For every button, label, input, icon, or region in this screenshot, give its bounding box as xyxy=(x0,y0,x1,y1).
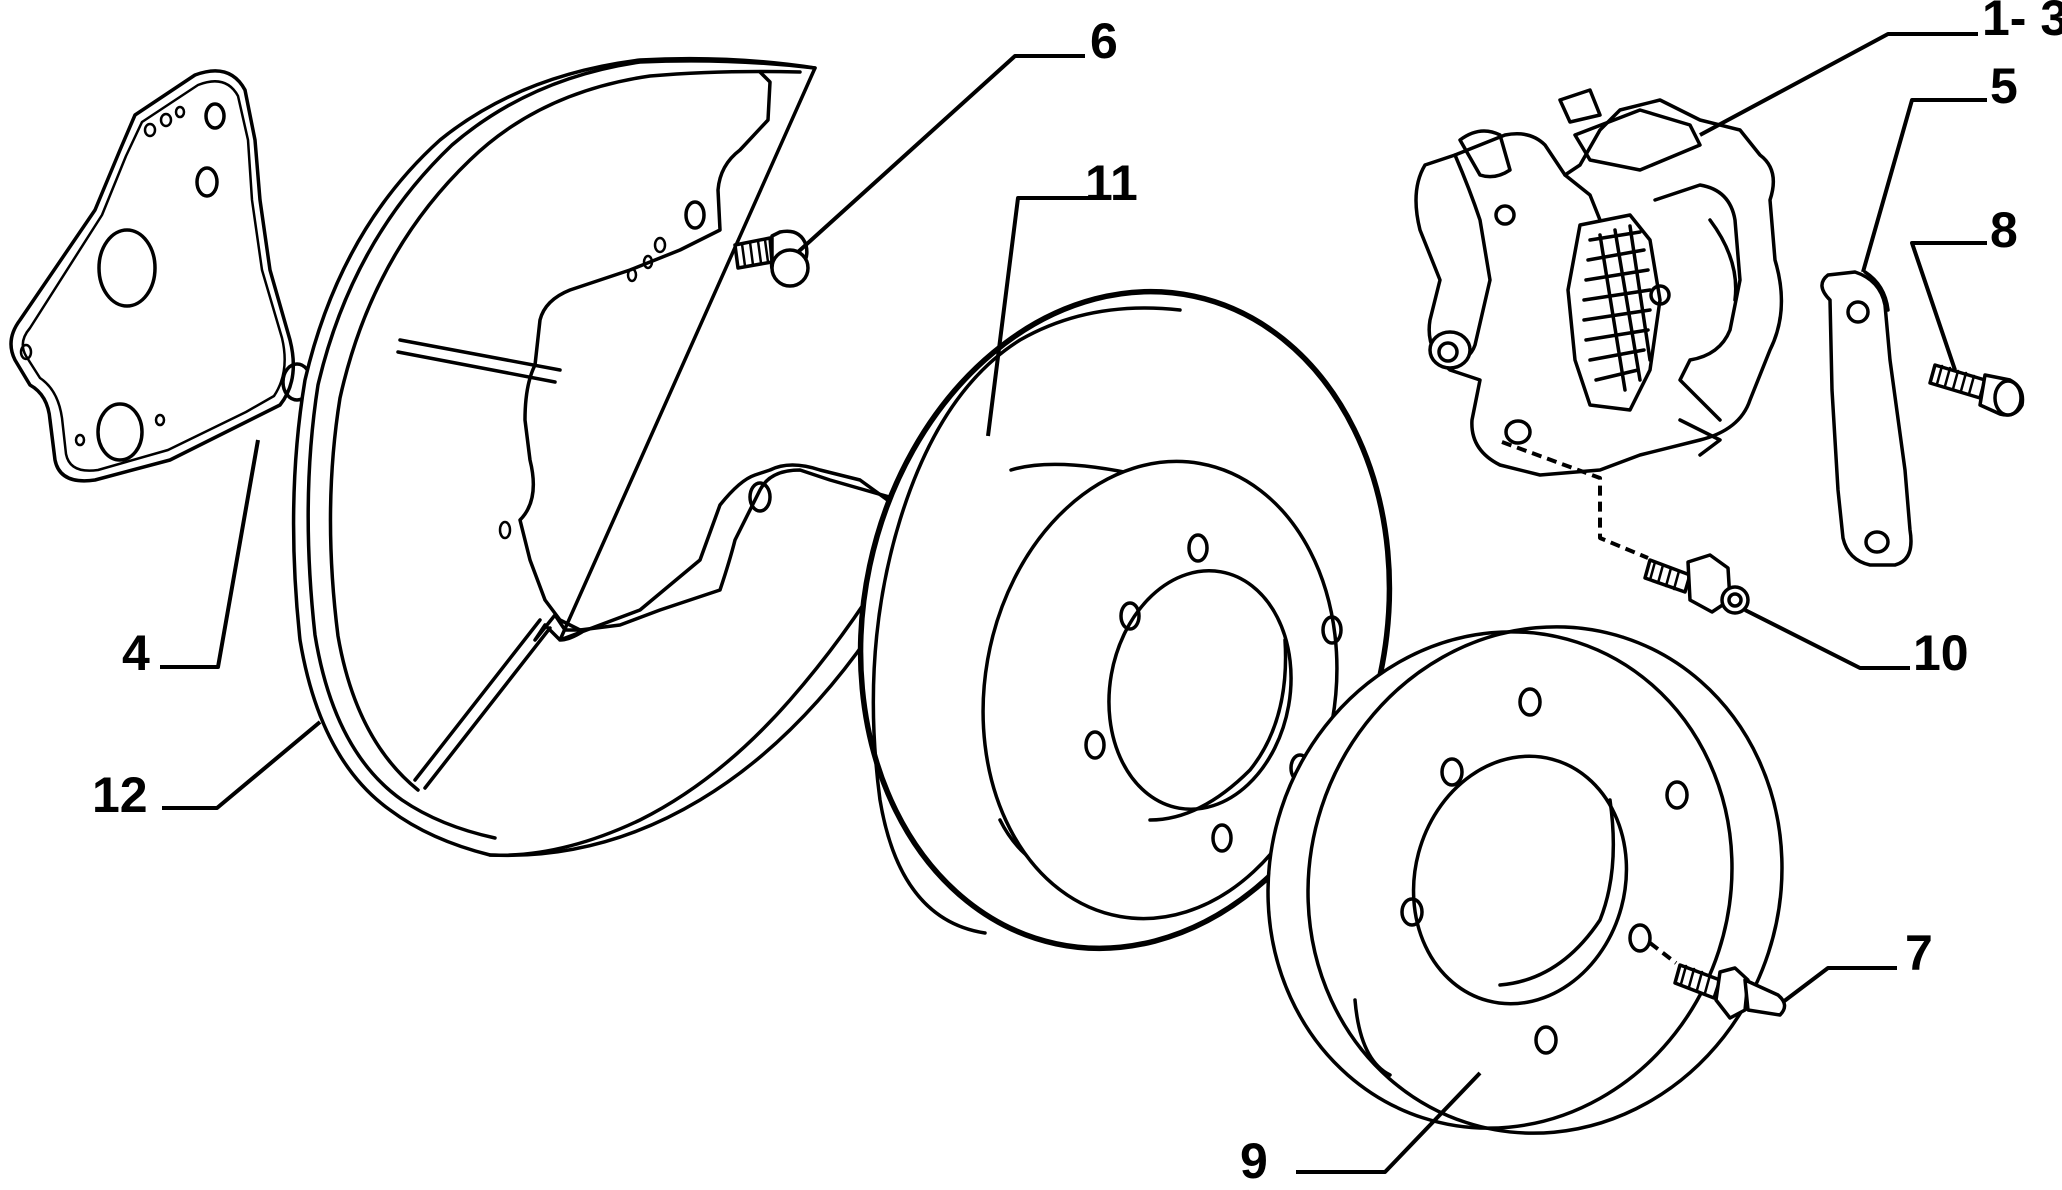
part-4-anchor-plate xyxy=(9,69,313,483)
leader-8 xyxy=(1910,241,1987,371)
callout-4: 4 xyxy=(122,625,150,681)
part-11-brake-disc xyxy=(857,288,1393,952)
leader-7 xyxy=(1781,966,1897,1004)
leader-lines xyxy=(160,32,1987,1174)
leader-10 xyxy=(1744,608,1910,670)
part-12-dust-shield xyxy=(291,56,917,858)
callout-9: 9 xyxy=(1240,1133,1268,1189)
callout-1-3: 1- 3 xyxy=(1982,0,2062,46)
part-6-bolt xyxy=(733,229,810,288)
callout-6: 6 xyxy=(1090,13,1118,69)
leader-6 xyxy=(796,54,1085,254)
leader-4 xyxy=(160,439,260,669)
callout-7: 7 xyxy=(1905,925,1933,981)
leader-10-dashed xyxy=(1501,440,1649,560)
leader-11 xyxy=(986,196,1092,437)
part-9-spacer-ring xyxy=(1266,625,1784,1135)
part-1-3-caliper xyxy=(1414,88,1784,477)
callout-8: 8 xyxy=(1990,202,2018,258)
leader-7-dashed xyxy=(1648,941,1678,965)
leader-9 xyxy=(1296,1071,1482,1174)
leader-5 xyxy=(1861,98,1987,273)
callout-5: 5 xyxy=(1990,58,2018,114)
part-8-bolt xyxy=(1928,363,2025,417)
callout-12: 12 xyxy=(92,767,148,823)
part-5-bracket xyxy=(1820,270,1913,567)
callout-10: 10 xyxy=(1913,625,1969,681)
leader-12 xyxy=(162,720,322,810)
callouts: 1- 3 5 6 8 11 4 10 12 7 9 xyxy=(92,0,2062,1189)
callout-11: 11 xyxy=(1085,155,1138,211)
part-10-bleed-screw xyxy=(1643,553,1750,615)
part-7-wheel-stud xyxy=(1673,963,1787,1020)
leader-1-3 xyxy=(1699,32,1978,137)
